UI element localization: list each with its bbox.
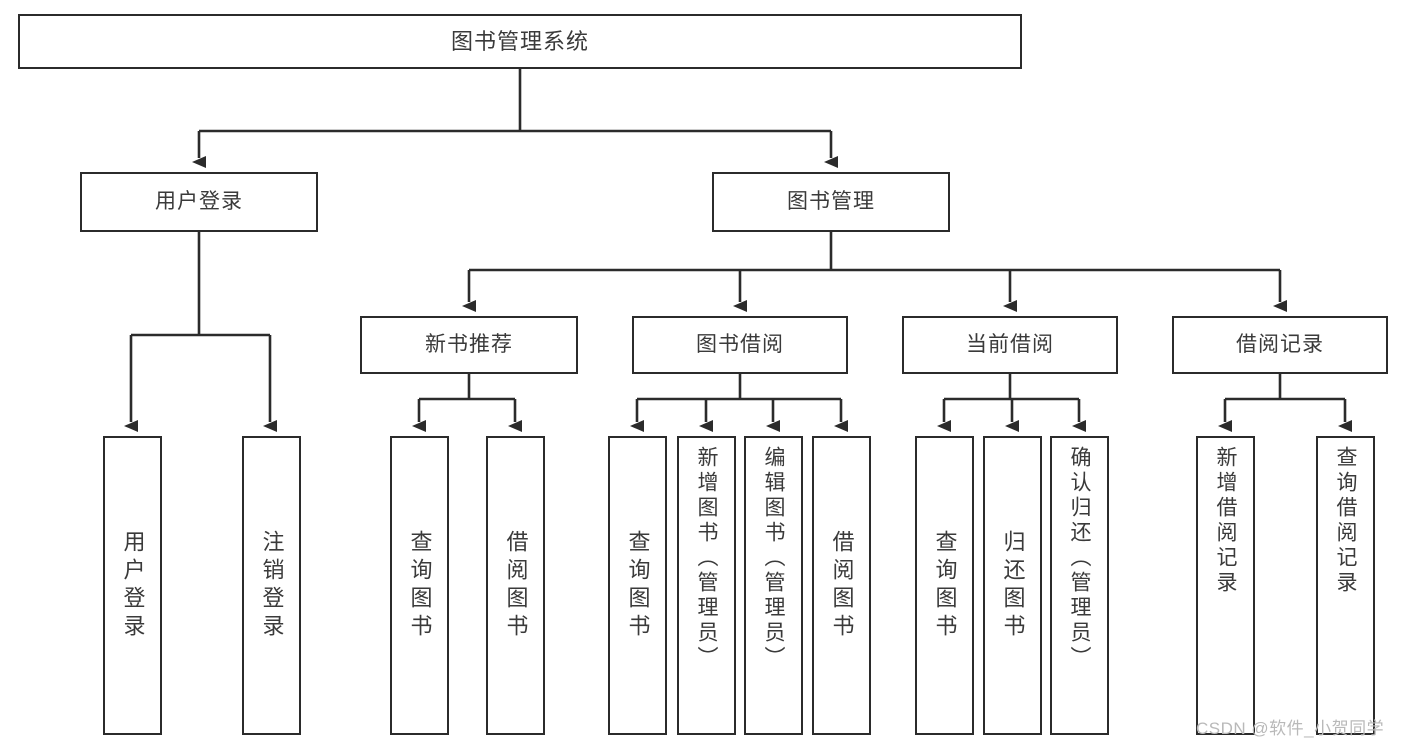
leaf-record-add-record[interactable]: 新增借阅记录 bbox=[1196, 436, 1255, 735]
leaf-borrow-borrow-book[interactable]: 借阅图书 bbox=[812, 436, 871, 735]
leaf-label: 注销登录 bbox=[259, 529, 285, 642]
leaf-borrow-query-book[interactable]: 查询图书 bbox=[608, 436, 667, 735]
leaf-label: 用户登录 bbox=[120, 529, 146, 642]
node-current-borrow-label: 当前借阅 bbox=[966, 332, 1054, 356]
node-borrow-record[interactable]: 借阅记录 bbox=[1172, 316, 1388, 374]
node-new-book-recommend[interactable]: 新书推荐 bbox=[360, 316, 578, 374]
leaf-label: 借阅图书 bbox=[503, 529, 529, 642]
leaf-label: 编辑图书（管理员） bbox=[762, 446, 785, 671]
leaf-new-book-query[interactable]: 查询图书 bbox=[390, 436, 449, 735]
leaf-label: 查询图书 bbox=[625, 529, 651, 642]
leaf-current-confirm-return-admin[interactable]: 确认归还（管理员） bbox=[1050, 436, 1109, 735]
leaf-label: 新增图书（管理员） bbox=[695, 446, 718, 671]
leaf-new-book-borrow[interactable]: 借阅图书 bbox=[486, 436, 545, 735]
node-root-label: 图书管理系统 bbox=[450, 28, 589, 54]
leaf-borrow-add-book-admin[interactable]: 新增图书（管理员） bbox=[677, 436, 736, 735]
leaf-label: 查询借阅记录 bbox=[1334, 446, 1357, 596]
node-current-borrow[interactable]: 当前借阅 bbox=[902, 316, 1118, 374]
node-new-book-recommend-label: 新书推荐 bbox=[425, 332, 513, 356]
node-book-management-label: 图书管理 bbox=[787, 189, 875, 213]
leaf-user-login-logout[interactable]: 注销登录 bbox=[242, 436, 301, 735]
leaf-current-return-book[interactable]: 归还图书 bbox=[983, 436, 1042, 735]
leaf-current-query-book[interactable]: 查询图书 bbox=[915, 436, 974, 735]
node-user-login[interactable]: 用户登录 bbox=[80, 172, 318, 232]
node-borrow-record-label: 借阅记录 bbox=[1236, 332, 1324, 356]
leaf-label: 查询图书 bbox=[407, 529, 433, 642]
leaf-label: 归还图书 bbox=[1000, 529, 1026, 642]
leaf-label: 查询图书 bbox=[932, 529, 958, 642]
leaf-label: 新增借阅记录 bbox=[1214, 446, 1237, 596]
leaf-record-query-record[interactable]: 查询借阅记录 bbox=[1316, 436, 1375, 735]
leaf-user-login-login[interactable]: 用户登录 bbox=[103, 436, 162, 735]
leaf-label: 确认归还（管理员） bbox=[1068, 446, 1091, 671]
node-user-login-label: 用户登录 bbox=[155, 189, 243, 213]
node-root[interactable]: 图书管理系统 bbox=[18, 14, 1022, 69]
watermark: CSDN @软件_小贺同学 bbox=[1196, 719, 1385, 738]
leaf-label: 借阅图书 bbox=[829, 529, 855, 642]
node-book-borrow-label: 图书借阅 bbox=[696, 332, 784, 356]
node-book-management[interactable]: 图书管理 bbox=[712, 172, 950, 232]
node-book-borrow[interactable]: 图书借阅 bbox=[632, 316, 848, 374]
leaf-borrow-edit-book-admin[interactable]: 编辑图书（管理员） bbox=[744, 436, 803, 735]
